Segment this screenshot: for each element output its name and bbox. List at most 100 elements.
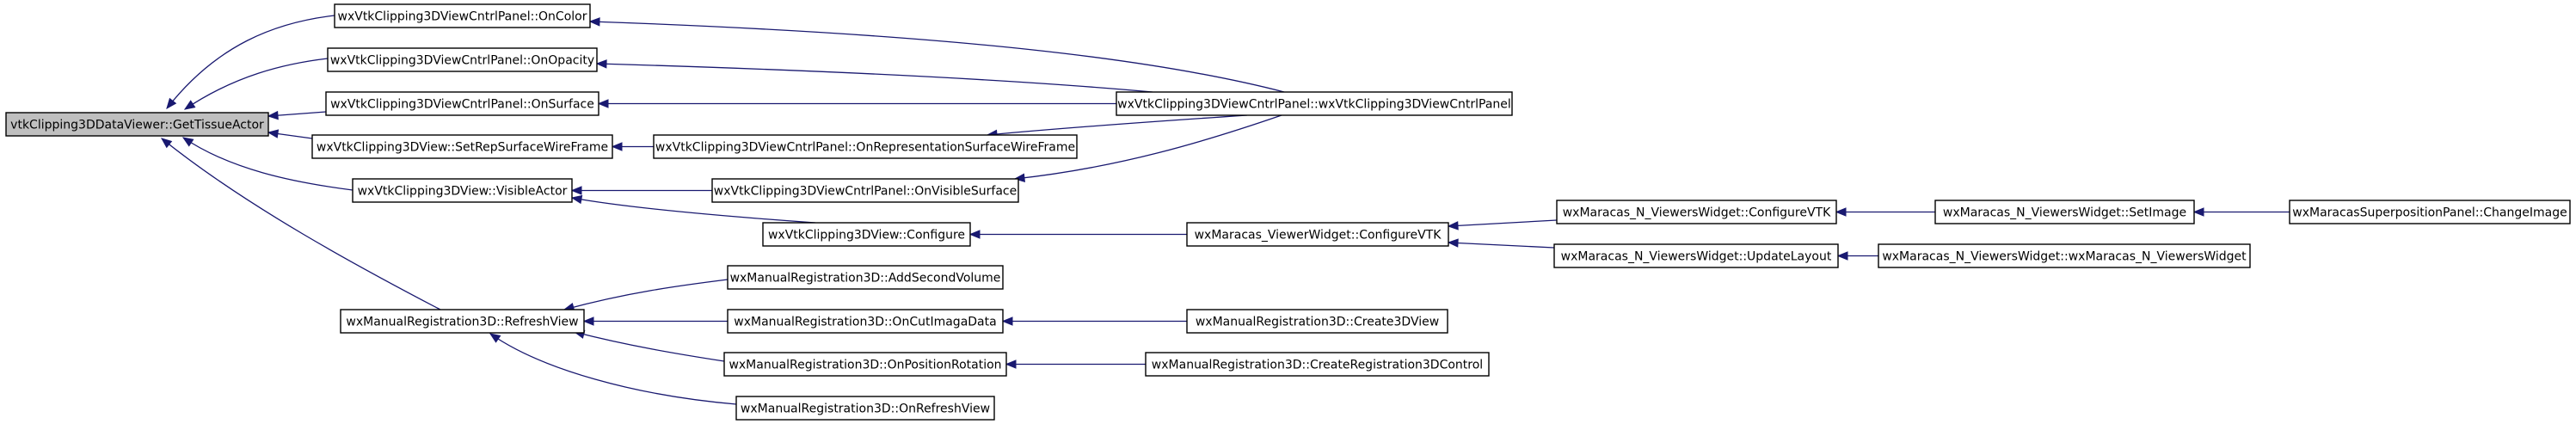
node-box [1186, 309, 1448, 334]
node-box [352, 178, 573, 203]
edge-n14-to-n12 [1835, 207, 1935, 217]
function-node[interactable]: wxManualRegistration3D::AddSecondVolume [727, 265, 1004, 290]
edge-n15-to-n13 [1836, 251, 1878, 261]
node-label: wxVtkClipping3DViewCntrlPanel::OnOpacity [330, 54, 594, 68]
arrowhead-icon [1836, 251, 1848, 261]
node-box [1116, 91, 1513, 116]
node-box [1934, 200, 2195, 224]
edge-n19-to-n6 [573, 329, 725, 362]
node-label: wxVtkClipping3DViewCntrlPanel::OnSurface [330, 98, 594, 112]
node-label: wxManualRegistration3D::AddSecondVolume [730, 272, 1001, 286]
node-label: wxManualRegistration3D::RefreshView [346, 316, 578, 329]
function-node[interactable]: wxManualRegistration3D::OnCutImagaData [727, 309, 1004, 334]
edge-line [563, 279, 729, 310]
edge-n21-to-n18 [1001, 316, 1187, 326]
function-node[interactable]: wxVtkClipping3DViewCntrlPanel::OnReprese… [653, 134, 1078, 159]
edge-n5-to-n0 [181, 137, 354, 191]
function-node[interactable]: wxVtkClipping3DView::VisibleActor [352, 178, 573, 203]
node-box [1145, 352, 1490, 377]
node-box [340, 309, 585, 334]
function-node[interactable]: wxManualRegistration3D::RefreshView [340, 309, 585, 334]
node-label: wxVtkClipping3DViewCntrlPanel::OnVisible… [714, 185, 1017, 199]
node-label: wxManualRegistration3D::CreateRegistrati… [1152, 359, 1483, 372]
arrowhead-icon [2192, 207, 2204, 217]
edge-line [1014, 114, 1282, 180]
node-box [1186, 222, 1449, 247]
arrowhead-icon [570, 194, 583, 205]
arrowhead-icon [166, 97, 177, 110]
node-label: wxManualRegistration3D::OnRefreshView [741, 402, 990, 416]
function-node[interactable]: wxManualRegistration3D::CreateRegistrati… [1145, 352, 1490, 377]
edge-n6-to-n0 [160, 138, 441, 310]
node-box [2289, 200, 2571, 224]
edge-n2-to-n0 [183, 58, 329, 110]
node-label: wxVtkClipping3DViewCntrlPanel::wxVtkClip… [1117, 98, 1511, 112]
node-box [325, 91, 599, 116]
node-box [334, 3, 591, 28]
arrowhead-icon [611, 142, 623, 151]
node-box [762, 222, 971, 247]
nodes: vtkClipping3DDataViewer::GetTissueActorw… [5, 3, 2571, 421]
edge-n7-to-n2 [595, 59, 1153, 93]
edge-line [987, 114, 1248, 136]
arrowhead-icon [267, 110, 279, 120]
edge-n9-to-n5 [570, 186, 712, 195]
arrowhead-icon [267, 129, 280, 138]
node-label: wxMaracas_N_ViewersWidget::ConfigureVTK [1563, 206, 1831, 220]
arrowhead-icon [160, 138, 173, 149]
edge-n1-to-n0 [166, 15, 335, 110]
function-node[interactable]: wxMaracas_N_ViewersWidget::wxMaracas_N_V… [1878, 243, 2251, 268]
arrowhead-icon [181, 137, 194, 147]
function-node[interactable]: wxManualRegistration3D::Create3DView [1186, 309, 1448, 334]
node-box [311, 134, 613, 159]
function-node[interactable]: wxVtkClipping3DViewCntrlPanel::OnColor [334, 3, 591, 28]
node-box [327, 47, 598, 72]
function-node[interactable]: wxMaracasSuperpositionPanel::ChangeImage [2289, 200, 2571, 224]
arrowhead-icon [968, 230, 981, 239]
node-box [727, 265, 1004, 290]
arrowhead-icon [1835, 207, 1847, 217]
node-box [1553, 243, 1839, 268]
node-box [735, 396, 995, 421]
node-label: wxVtkClipping3DView::Configure [768, 229, 965, 243]
edge-n7-to-n1 [588, 17, 1285, 93]
function-node[interactable]: wxVtkClipping3DView::Configure [762, 222, 971, 247]
function-node[interactable]: wxVtkClipping3DViewCntrlPanel::wxVtkClip… [1116, 91, 1513, 116]
edge-n16-to-n14 [2192, 207, 2290, 217]
edges [160, 15, 2290, 405]
function-node[interactable]: wxMaracas_N_ViewersWidget::ConfigureVTK [1556, 200, 1837, 224]
edge-n7-to-n3 [597, 99, 1116, 108]
function-node[interactable]: wxVtkClipping3DViewCntrlPanel::OnVisible… [711, 178, 1019, 203]
function-node[interactable]: wxMaracas_N_ViewersWidget::UpdateLayout [1553, 243, 1839, 268]
node-box [711, 178, 1019, 203]
node-box [1878, 243, 2251, 268]
node-box [5, 112, 269, 137]
edge-n18-to-n6 [582, 316, 728, 326]
function-node[interactable]: wxMaracas_ViewerWidget::ConfigureVTK [1186, 222, 1449, 247]
edge-n12-to-n11 [1447, 219, 1558, 230]
arrowhead-icon [595, 59, 607, 69]
arrowhead-icon [489, 333, 501, 343]
arrowhead-icon [588, 17, 600, 27]
node-label: wxMaracas_N_ViewersWidget::UpdateLayout [1561, 250, 1832, 264]
edge-line [182, 137, 354, 191]
function-node[interactable]: wxVtkClipping3DView::SetRepSurfaceWireFr… [311, 134, 613, 159]
node-label: wxManualRegistration3D::OnPositionRotati… [729, 359, 1001, 372]
node-box [723, 352, 1007, 377]
function-node[interactable]: wxVtkClipping3DViewCntrlPanel::OnSurface [325, 91, 599, 116]
node-label: wxMaracas_N_ViewersWidget::wxMaracas_N_V… [1882, 250, 2247, 264]
function-node[interactable]: wxManualRegistration3D::OnPositionRotati… [723, 352, 1007, 377]
arrowhead-icon [1001, 316, 1013, 326]
edge-line [589, 21, 1285, 93]
function-node[interactable]: wxVtkClipping3DViewCntrlPanel::OnOpacity [327, 47, 598, 72]
function-node[interactable]: wxMaracas_N_ViewersWidget::SetImage [1934, 200, 2195, 224]
function-node[interactable]: wxManualRegistration3D::OnRefreshView [735, 396, 995, 421]
edge-line [489, 333, 737, 405]
edge-n3-to-n0 [267, 110, 327, 120]
edge-line [161, 138, 441, 310]
edge-line [1448, 242, 1555, 249]
node-box [1556, 200, 1837, 224]
arrowhead-icon [570, 186, 582, 195]
edge-line [571, 197, 816, 224]
